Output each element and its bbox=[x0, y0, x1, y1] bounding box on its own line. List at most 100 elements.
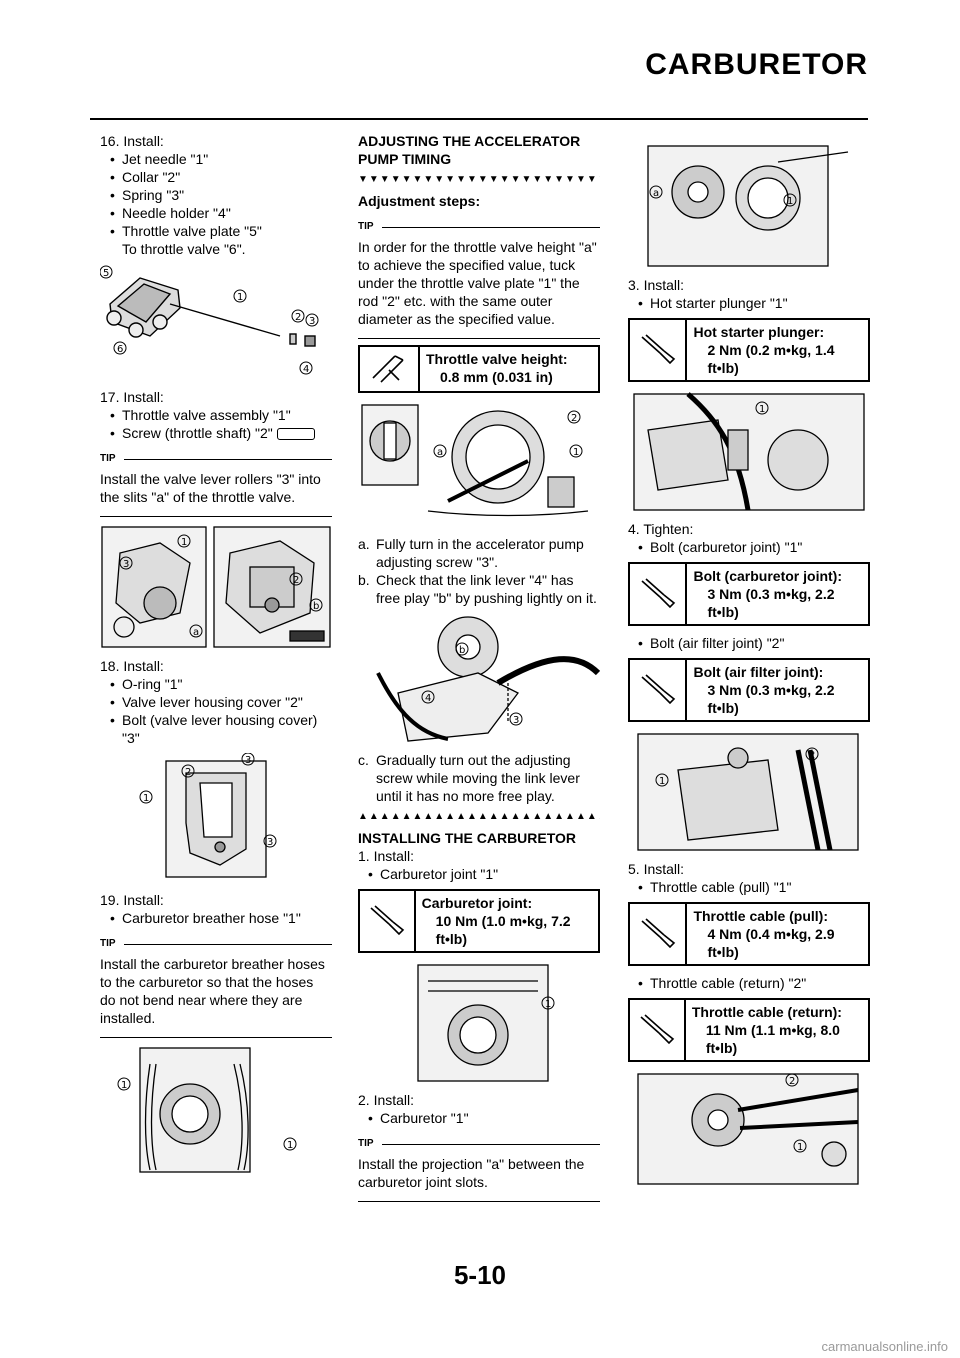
step-18-title: 18. Install: bbox=[100, 658, 164, 674]
list-item: Carburetor "1" bbox=[368, 1109, 600, 1127]
step-5-list-cont: Throttle cable (return) "2" bbox=[628, 974, 870, 992]
spec-title: Bolt (carburetor joint): bbox=[693, 568, 842, 584]
spec-value: 2 Nm (0.2 m•kg, 1.4 ft•lb) bbox=[707, 342, 835, 376]
svg-text:2: 2 bbox=[295, 312, 301, 323]
step-16-list: Jet needle "1" Collar "2" Spring "3" Nee… bbox=[100, 150, 332, 240]
spec-box-carburetor-joint: Carburetor joint:10 Nm (1.0 m•kg, 7.2 ft… bbox=[358, 889, 600, 953]
figure-hot-starter-plunger: 1 bbox=[628, 390, 870, 514]
spec-box-throttle-cable-return: Throttle cable (return):11 Nm (1.1 m•kg,… bbox=[628, 998, 870, 1062]
list-item: Jet needle "1" bbox=[110, 150, 332, 168]
adjustment-steps-list: a.Fully turn in the accelerator pump adj… bbox=[358, 535, 600, 607]
header-rule bbox=[90, 118, 868, 120]
list-item: c.Gradually turn out the adjusting screw… bbox=[358, 752, 580, 804]
column-middle: ADJUSTING THE ACCELERATOR PUMP TIMING ▼▼… bbox=[358, 132, 600, 1208]
caliper-icon bbox=[360, 347, 420, 391]
spec-value: 3 Nm (0.3 m•kg, 2.2 ft•lb) bbox=[707, 586, 835, 620]
list-item: Bolt (air filter joint) "2" bbox=[638, 634, 870, 652]
page-number: 5-10 bbox=[453, 1260, 507, 1290]
step-2-title: 2. Install: bbox=[358, 1092, 415, 1108]
spec-box-throttle-cable-pull: Throttle cable (pull):4 Nm (0.4 m•kg, 2.… bbox=[628, 902, 870, 966]
svg-text:1: 1 bbox=[759, 404, 765, 415]
list-item: a.Fully turn in the accelerator pump adj… bbox=[358, 536, 584, 570]
tip-label: TIP bbox=[100, 938, 116, 949]
list-item: Throttle valve plate "5" bbox=[110, 222, 332, 240]
svg-text:2: 2 bbox=[809, 750, 815, 761]
figure-carburetor-projection: a 1 bbox=[628, 142, 870, 270]
tip-label: TIP bbox=[358, 221, 374, 232]
figure-throttle-cables: 2 1 bbox=[628, 1070, 870, 1188]
tip-box: TIP Install the carburetor breather hose… bbox=[100, 935, 332, 1038]
svg-text:a: a bbox=[653, 188, 659, 199]
svg-text:a: a bbox=[437, 447, 443, 458]
adjustment-steps-heading: Adjustment steps: bbox=[358, 193, 481, 209]
step-5-title: 5. Install: bbox=[628, 861, 685, 877]
svg-text:1: 1 bbox=[659, 776, 665, 787]
svg-text:1: 1 bbox=[287, 1140, 293, 1151]
spec-value: 11 Nm (1.1 m•kg, 8.0 ft•lb) bbox=[705, 1022, 840, 1056]
list-item: Carburetor breather hose "1" bbox=[110, 909, 332, 927]
step-4-list: Bolt (carburetor joint) "1" bbox=[628, 538, 870, 556]
step-2-list: Carburetor "1" bbox=[358, 1109, 600, 1127]
step-19-list: Carburetor breather hose "1" bbox=[100, 909, 332, 927]
lock-screw-icon bbox=[276, 428, 315, 441]
figure-valve-lever-housing: 2 1 3 3 bbox=[100, 753, 332, 885]
section-title-accelerator-pump: ADJUSTING THE ACCELERATOR PUMP TIMING bbox=[358, 133, 581, 167]
step-3-title: 3. Install: bbox=[628, 277, 685, 293]
step-5-list: Throttle cable (pull) "1" bbox=[628, 878, 870, 896]
list-item: Throttle cable (pull) "1" bbox=[638, 878, 870, 896]
list-item: b.Check that the link lever "4" has free… bbox=[358, 572, 597, 606]
figure-jet-needle: 5 6 1 2 3 4 bbox=[100, 264, 332, 382]
svg-text:3: 3 bbox=[245, 755, 251, 766]
svg-text:1: 1 bbox=[787, 196, 793, 207]
list-item: Carburetor joint "1" bbox=[368, 865, 600, 883]
svg-text:1: 1 bbox=[121, 1080, 127, 1091]
step-19-title: 19. Install: bbox=[100, 892, 164, 908]
step-16-continuation: To throttle valve "6". bbox=[122, 241, 246, 257]
list-item: Bolt (valve lever housing cover) "3" bbox=[110, 711, 332, 747]
svg-text:1: 1 bbox=[181, 537, 187, 548]
begin-procedure-marks: ▼▼▼▼▼▼▼▼▼▼▼▼▼▼▼▼▼▼▼▼▼▼▼▼▼▼▼ bbox=[358, 174, 600, 185]
svg-text:6: 6 bbox=[117, 344, 123, 355]
column-left: 16. Install: Jet needle "1" Collar "2" S… bbox=[100, 132, 332, 1180]
step-3-list: Hot starter plunger "1" bbox=[628, 294, 870, 312]
svg-text:3: 3 bbox=[123, 559, 129, 570]
step-17-list: Throttle valve assembly "1" Screw (throt… bbox=[100, 406, 332, 442]
list-item: Needle holder "4" bbox=[110, 204, 332, 222]
svg-text:b: b bbox=[459, 645, 465, 656]
tip-label: TIP bbox=[358, 1138, 374, 1149]
svg-text:5: 5 bbox=[103, 268, 109, 279]
list-item: Bolt (carburetor joint) "1" bbox=[638, 538, 870, 556]
torque-wrench-icon bbox=[360, 891, 416, 951]
svg-text:2: 2 bbox=[571, 413, 577, 424]
figure-carburetor-joint: 1 bbox=[358, 961, 600, 1085]
spec-box-throttle-valve-height: Throttle valve height:0.8 mm (0.031 in) bbox=[358, 345, 600, 393]
spec-title: Hot starter plunger: bbox=[693, 324, 825, 340]
svg-text:3: 3 bbox=[513, 715, 519, 726]
list-item: Throttle cable (return) "2" bbox=[638, 974, 870, 992]
figure-throttle-valve-assembly: 1 3 a 2 b bbox=[100, 523, 332, 651]
step-17-title: 17. Install: bbox=[100, 389, 164, 405]
svg-text:4: 4 bbox=[303, 364, 309, 375]
svg-text:2: 2 bbox=[789, 1076, 795, 1087]
step-4-title: 4. Tighten: bbox=[628, 521, 694, 537]
page-title: CARBURETOR bbox=[645, 48, 868, 81]
svg-text:1: 1 bbox=[143, 793, 149, 804]
end-procedure-marks: ▲▲▲▲▲▲▲▲▲▲▲▲▲▲▲▲▲▲▲▲▲▲▲▲▲▲ bbox=[358, 811, 600, 822]
svg-text:1: 1 bbox=[237, 292, 243, 303]
torque-wrench-icon bbox=[630, 564, 688, 624]
watermark: carmanualsonline.info bbox=[821, 1339, 948, 1354]
tip-text: In order for the throttle valve height "… bbox=[358, 239, 597, 327]
svg-text:4: 4 bbox=[425, 693, 431, 704]
torque-wrench-icon bbox=[630, 320, 688, 380]
column-right: a 1 3. Install: Hot starter plunger "1" … bbox=[628, 132, 870, 1194]
list-item: Valve lever housing cover "2" bbox=[110, 693, 332, 711]
svg-text:2: 2 bbox=[185, 767, 191, 778]
tip-text: Install the carburetor breather hoses to… bbox=[100, 956, 325, 1026]
svg-text:b: b bbox=[313, 601, 319, 612]
spec-value: 4 Nm (0.4 m•kg, 2.9 ft•lb) bbox=[707, 926, 835, 960]
tip-box: TIP In order for the throttle valve heig… bbox=[358, 218, 600, 339]
step-18-list: O-ring "1" Valve lever housing cover "2"… bbox=[100, 675, 332, 747]
spec-title: Carburetor joint: bbox=[421, 895, 533, 911]
list-item: Hot starter plunger "1" bbox=[638, 294, 870, 312]
spec-title: Throttle valve height: bbox=[426, 351, 568, 367]
